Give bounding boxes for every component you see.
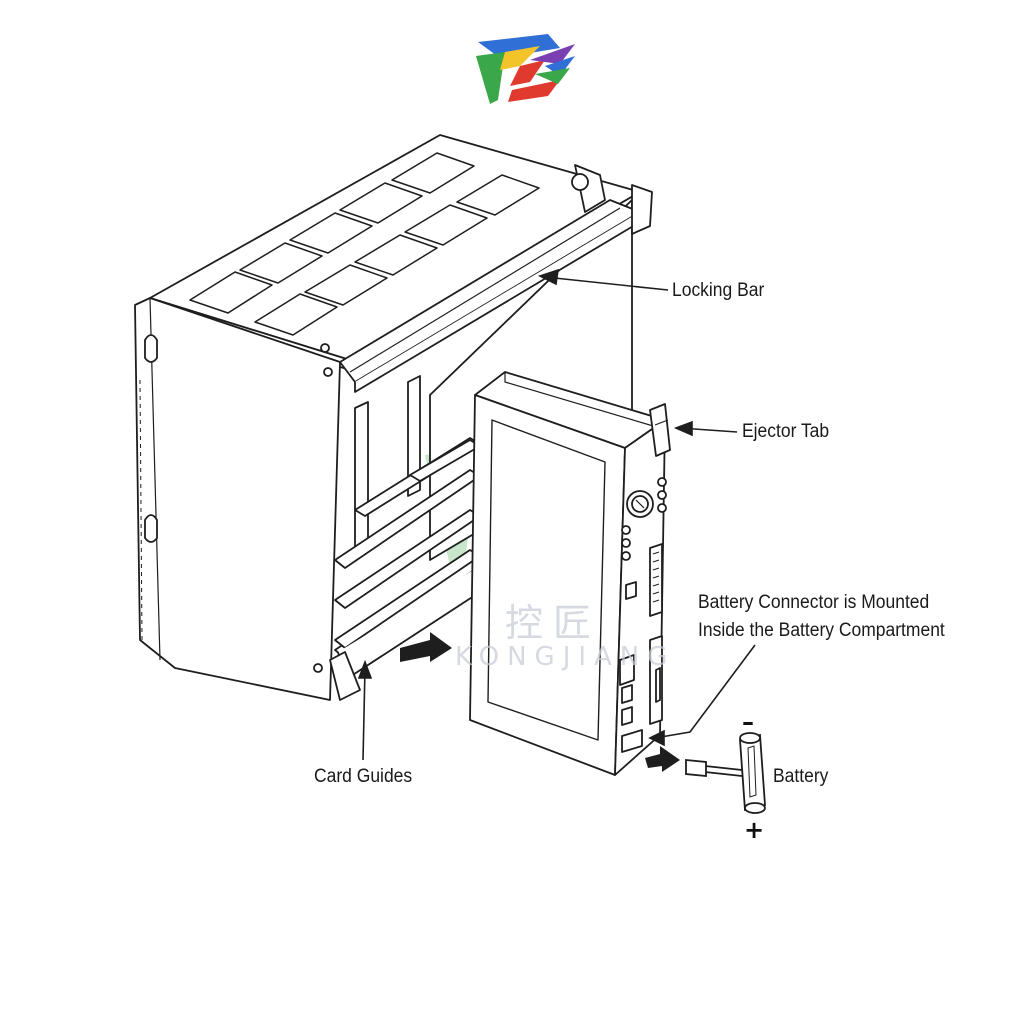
watermark-cn: 控匠	[505, 601, 602, 645]
label-battery: Battery	[773, 766, 829, 787]
label-battery-connector-1: Battery Connector is Mounted	[698, 592, 930, 613]
battery-plus-sign: +	[744, 816, 765, 844]
battery	[685, 732, 766, 814]
chassis-left-wall	[134, 297, 341, 701]
annotation-leaders	[357, 268, 756, 772]
ejector-tab	[649, 403, 671, 457]
label-ejector-tab: Ejector Tab	[742, 421, 830, 442]
battery-minus-sign: –	[742, 708, 754, 736]
label-battery-connector-2: Inside the Battery Compartment	[698, 620, 945, 641]
card-guides	[334, 437, 481, 681]
brand-logo	[476, 34, 575, 104]
top-vent-windows	[189, 152, 540, 336]
watermark-en: KONGJIANG	[455, 642, 676, 672]
label-locking-bar: Locking Bar	[672, 280, 765, 301]
label-card-guides: Card Guides	[314, 766, 413, 787]
processor-module	[469, 371, 671, 776]
